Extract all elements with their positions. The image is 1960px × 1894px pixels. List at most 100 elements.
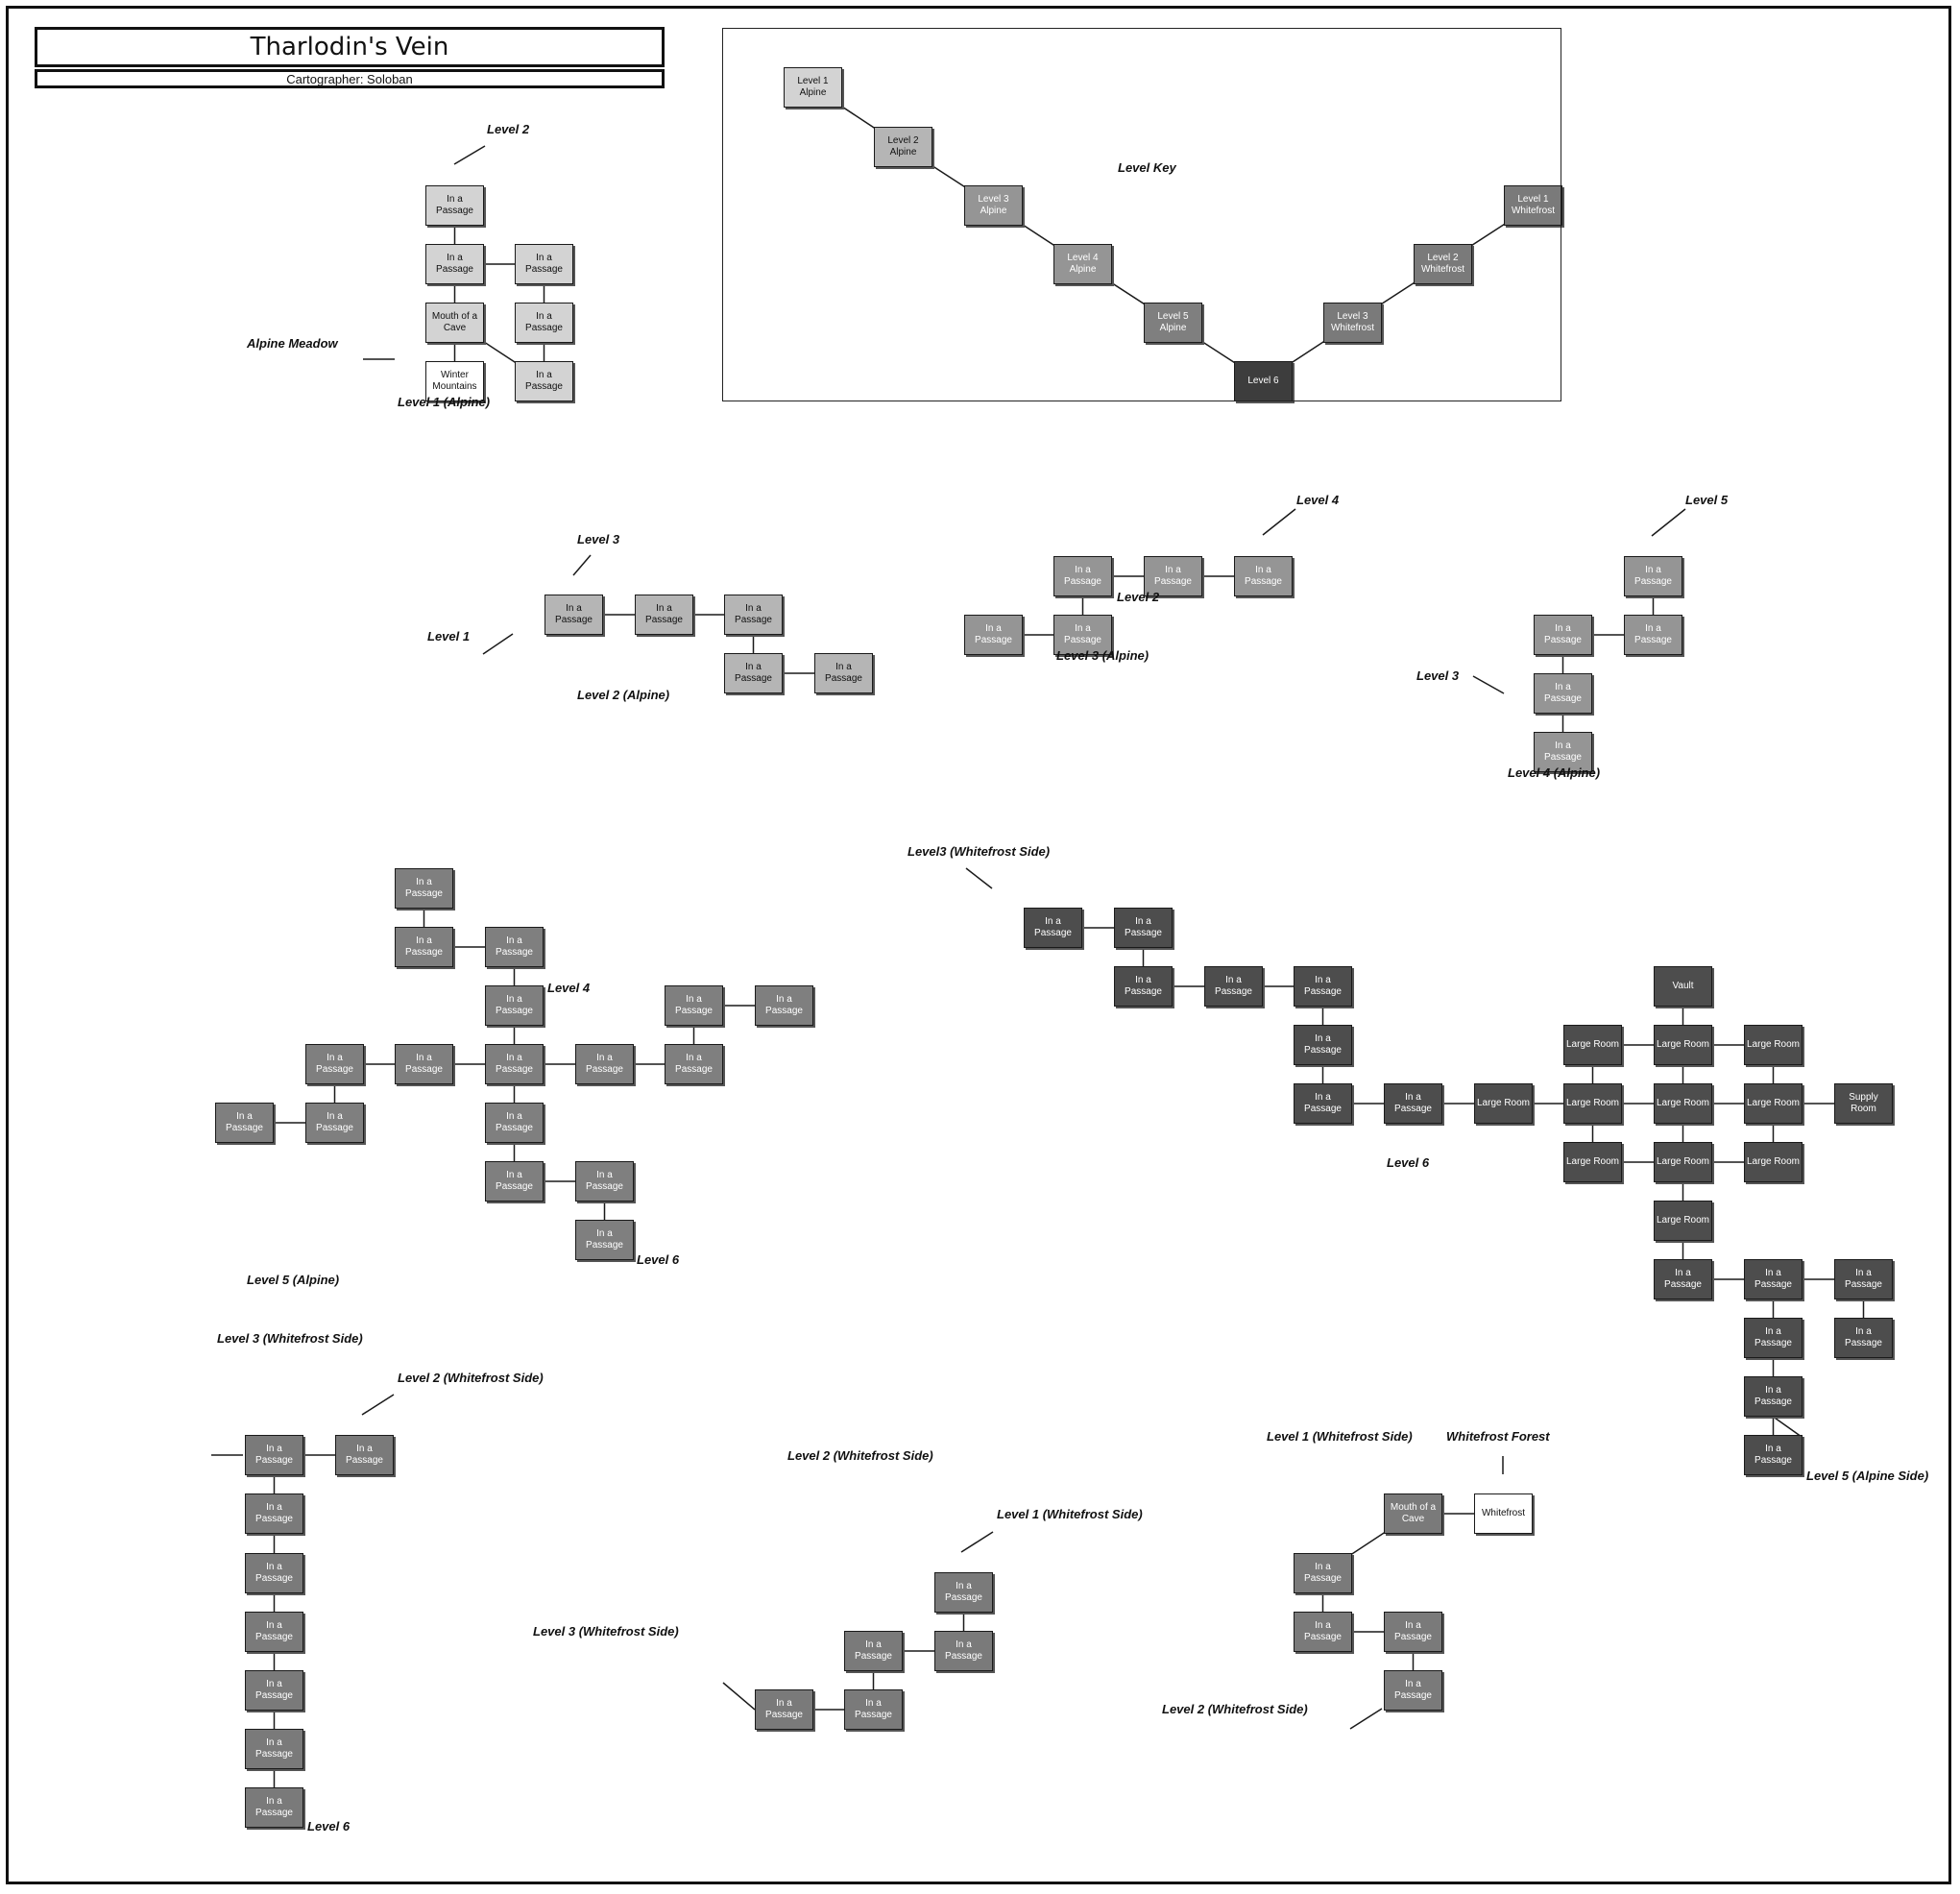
map-annotation: Level 3 — [577, 532, 620, 546]
room-node: Winter Mountains — [425, 361, 484, 401]
room-node: In a Passage — [1294, 1025, 1352, 1065]
large-room-node: Large Room — [1563, 1083, 1622, 1124]
room-node: In a Passage — [245, 1729, 303, 1769]
exit-leader-line — [453, 145, 486, 165]
exit-leader-line — [960, 1531, 994, 1553]
map-annotation: Level 2 (Whitefrost Side) — [1162, 1702, 1308, 1716]
room-node: Mouth of a Cave — [1384, 1493, 1442, 1534]
exit-leader-line — [1472, 675, 1505, 694]
room-node: In a Passage — [1834, 1318, 1893, 1358]
exit-leader-line — [361, 1394, 395, 1416]
room-node: In a Passage — [575, 1044, 634, 1084]
map-title: Tharlodin's Vein — [35, 27, 665, 67]
room-node: Vault — [1654, 966, 1712, 1007]
room-node: In a Passage — [575, 1220, 634, 1260]
room-node: In a Passage — [245, 1553, 303, 1593]
map-annotation: Level 5 (Alpine Side) — [1806, 1469, 1929, 1483]
room-node: In a Passage — [1534, 732, 1592, 772]
exit-leader-line — [1771, 1415, 1803, 1438]
map-annotation: Whitefrost Forest — [1446, 1429, 1550, 1444]
room-node: In a Passage — [1534, 615, 1592, 655]
exit-leader-line — [1262, 508, 1296, 536]
room-node: In a Passage — [755, 985, 813, 1026]
level-key-node: Level 6 — [1234, 361, 1293, 401]
room-node: In a Passage — [964, 615, 1023, 655]
room-node: In a Passage — [515, 361, 573, 401]
large-room-node: Large Room — [1563, 1025, 1622, 1065]
room-node: In a Passage — [1144, 556, 1202, 596]
map-annotation: Level 3 (Alpine) — [1056, 648, 1149, 663]
level-key-node: Level 4 Alpine — [1053, 244, 1112, 284]
room-node: In a Passage — [1053, 556, 1112, 596]
map-annotation: Level 2 — [1117, 590, 1160, 604]
room-node: In a Passage — [1294, 966, 1352, 1007]
exit-leader-line — [722, 1682, 756, 1711]
room-node: In a Passage — [305, 1103, 364, 1143]
map-annotation: Level 2 — [487, 122, 530, 136]
exit-leader-line — [1651, 508, 1686, 537]
room-node: In a Passage — [1654, 1259, 1712, 1299]
page-border — [6, 6, 1951, 1884]
room-node: In a Passage — [1204, 966, 1263, 1007]
map-annotation: Level 4 — [547, 981, 591, 995]
title-block: Tharlodin's Vein Cartographer: Soloban — [35, 27, 665, 88]
room-node: In a Passage — [575, 1161, 634, 1202]
large-room-node: Large Room — [1744, 1142, 1803, 1182]
room-node: In a Passage — [844, 1631, 903, 1671]
room-node: In a Passage — [1384, 1083, 1442, 1124]
room-node: In a Passage — [245, 1435, 303, 1475]
room-node: In a Passage — [1834, 1259, 1893, 1299]
level-key-node: Level 1 Alpine — [784, 67, 842, 108]
room-node: In a Passage — [724, 653, 783, 693]
room-node: In a Passage — [1744, 1318, 1803, 1358]
map-annotation: Level 5 — [1685, 493, 1729, 507]
room-node: In a Passage — [635, 595, 693, 635]
map-annotation: Level Key — [1118, 160, 1176, 175]
level-key-node: Level 3 Whitefrost — [1323, 303, 1382, 343]
room-node: In a Passage — [395, 1044, 453, 1084]
map-annotation: Alpine Meadow — [247, 336, 338, 351]
room-node: In a Passage — [1114, 908, 1173, 948]
room-node: In a Passage — [1624, 556, 1682, 596]
room-node: In a Passage — [1744, 1376, 1803, 1417]
room-node: In a Passage — [755, 1689, 813, 1730]
room-node: In a Passage — [215, 1103, 274, 1143]
large-room-node: Large Room — [1563, 1142, 1622, 1182]
map-annotation: Level 2 (Whitefrost Side) — [787, 1448, 933, 1463]
map-annotation: Level 2 (Whitefrost Side) — [398, 1371, 544, 1385]
room-node: In a Passage — [425, 244, 484, 284]
room-node: In a Passage — [395, 868, 453, 909]
exit-leader-line — [965, 867, 993, 889]
room-node: In a Passage — [245, 1612, 303, 1652]
room-node: In a Passage — [485, 927, 544, 967]
map-annotation: Level 1 — [427, 629, 471, 643]
room-node: In a Passage — [245, 1493, 303, 1534]
cartographer-credit: Cartographer: Soloban — [35, 69, 665, 88]
large-room-node: Large Room — [1654, 1142, 1712, 1182]
map-annotation: Level3 (Whitefrost Side) — [907, 844, 1051, 859]
large-room-node: Large Room — [1744, 1083, 1803, 1124]
room-node: In a Passage — [665, 1044, 723, 1084]
room-node: In a Passage — [425, 185, 484, 226]
room-node: Mouth of a Cave — [425, 303, 484, 343]
room-node: In a Passage — [1053, 615, 1112, 655]
room-node: In a Passage — [934, 1572, 993, 1613]
level-key-node: Level 3 Alpine — [964, 185, 1023, 226]
room-node: In a Passage — [814, 653, 873, 693]
room-node: In a Passage — [1534, 673, 1592, 714]
room-node: In a Passage — [1234, 556, 1293, 596]
map-annotation: Level 6 — [307, 1819, 351, 1833]
room-node: In a Passage — [305, 1044, 364, 1084]
map-annotation: Level 4 (Alpine) — [1508, 765, 1601, 780]
map-annotation: Level 4 — [1296, 493, 1340, 507]
map-annotation: Level 5 (Alpine) — [247, 1273, 340, 1287]
room-node: In a Passage — [335, 1435, 394, 1475]
room-node: In a Passage — [485, 1103, 544, 1143]
level-key-node: Level 1 Whitefrost — [1504, 185, 1562, 226]
room-node: In a Passage — [934, 1631, 993, 1671]
large-room-node: Large Room — [1474, 1083, 1533, 1124]
room-node: In a Passage — [395, 927, 453, 967]
room-node: In a Passage — [245, 1670, 303, 1711]
room-node: In a Passage — [485, 1161, 544, 1202]
